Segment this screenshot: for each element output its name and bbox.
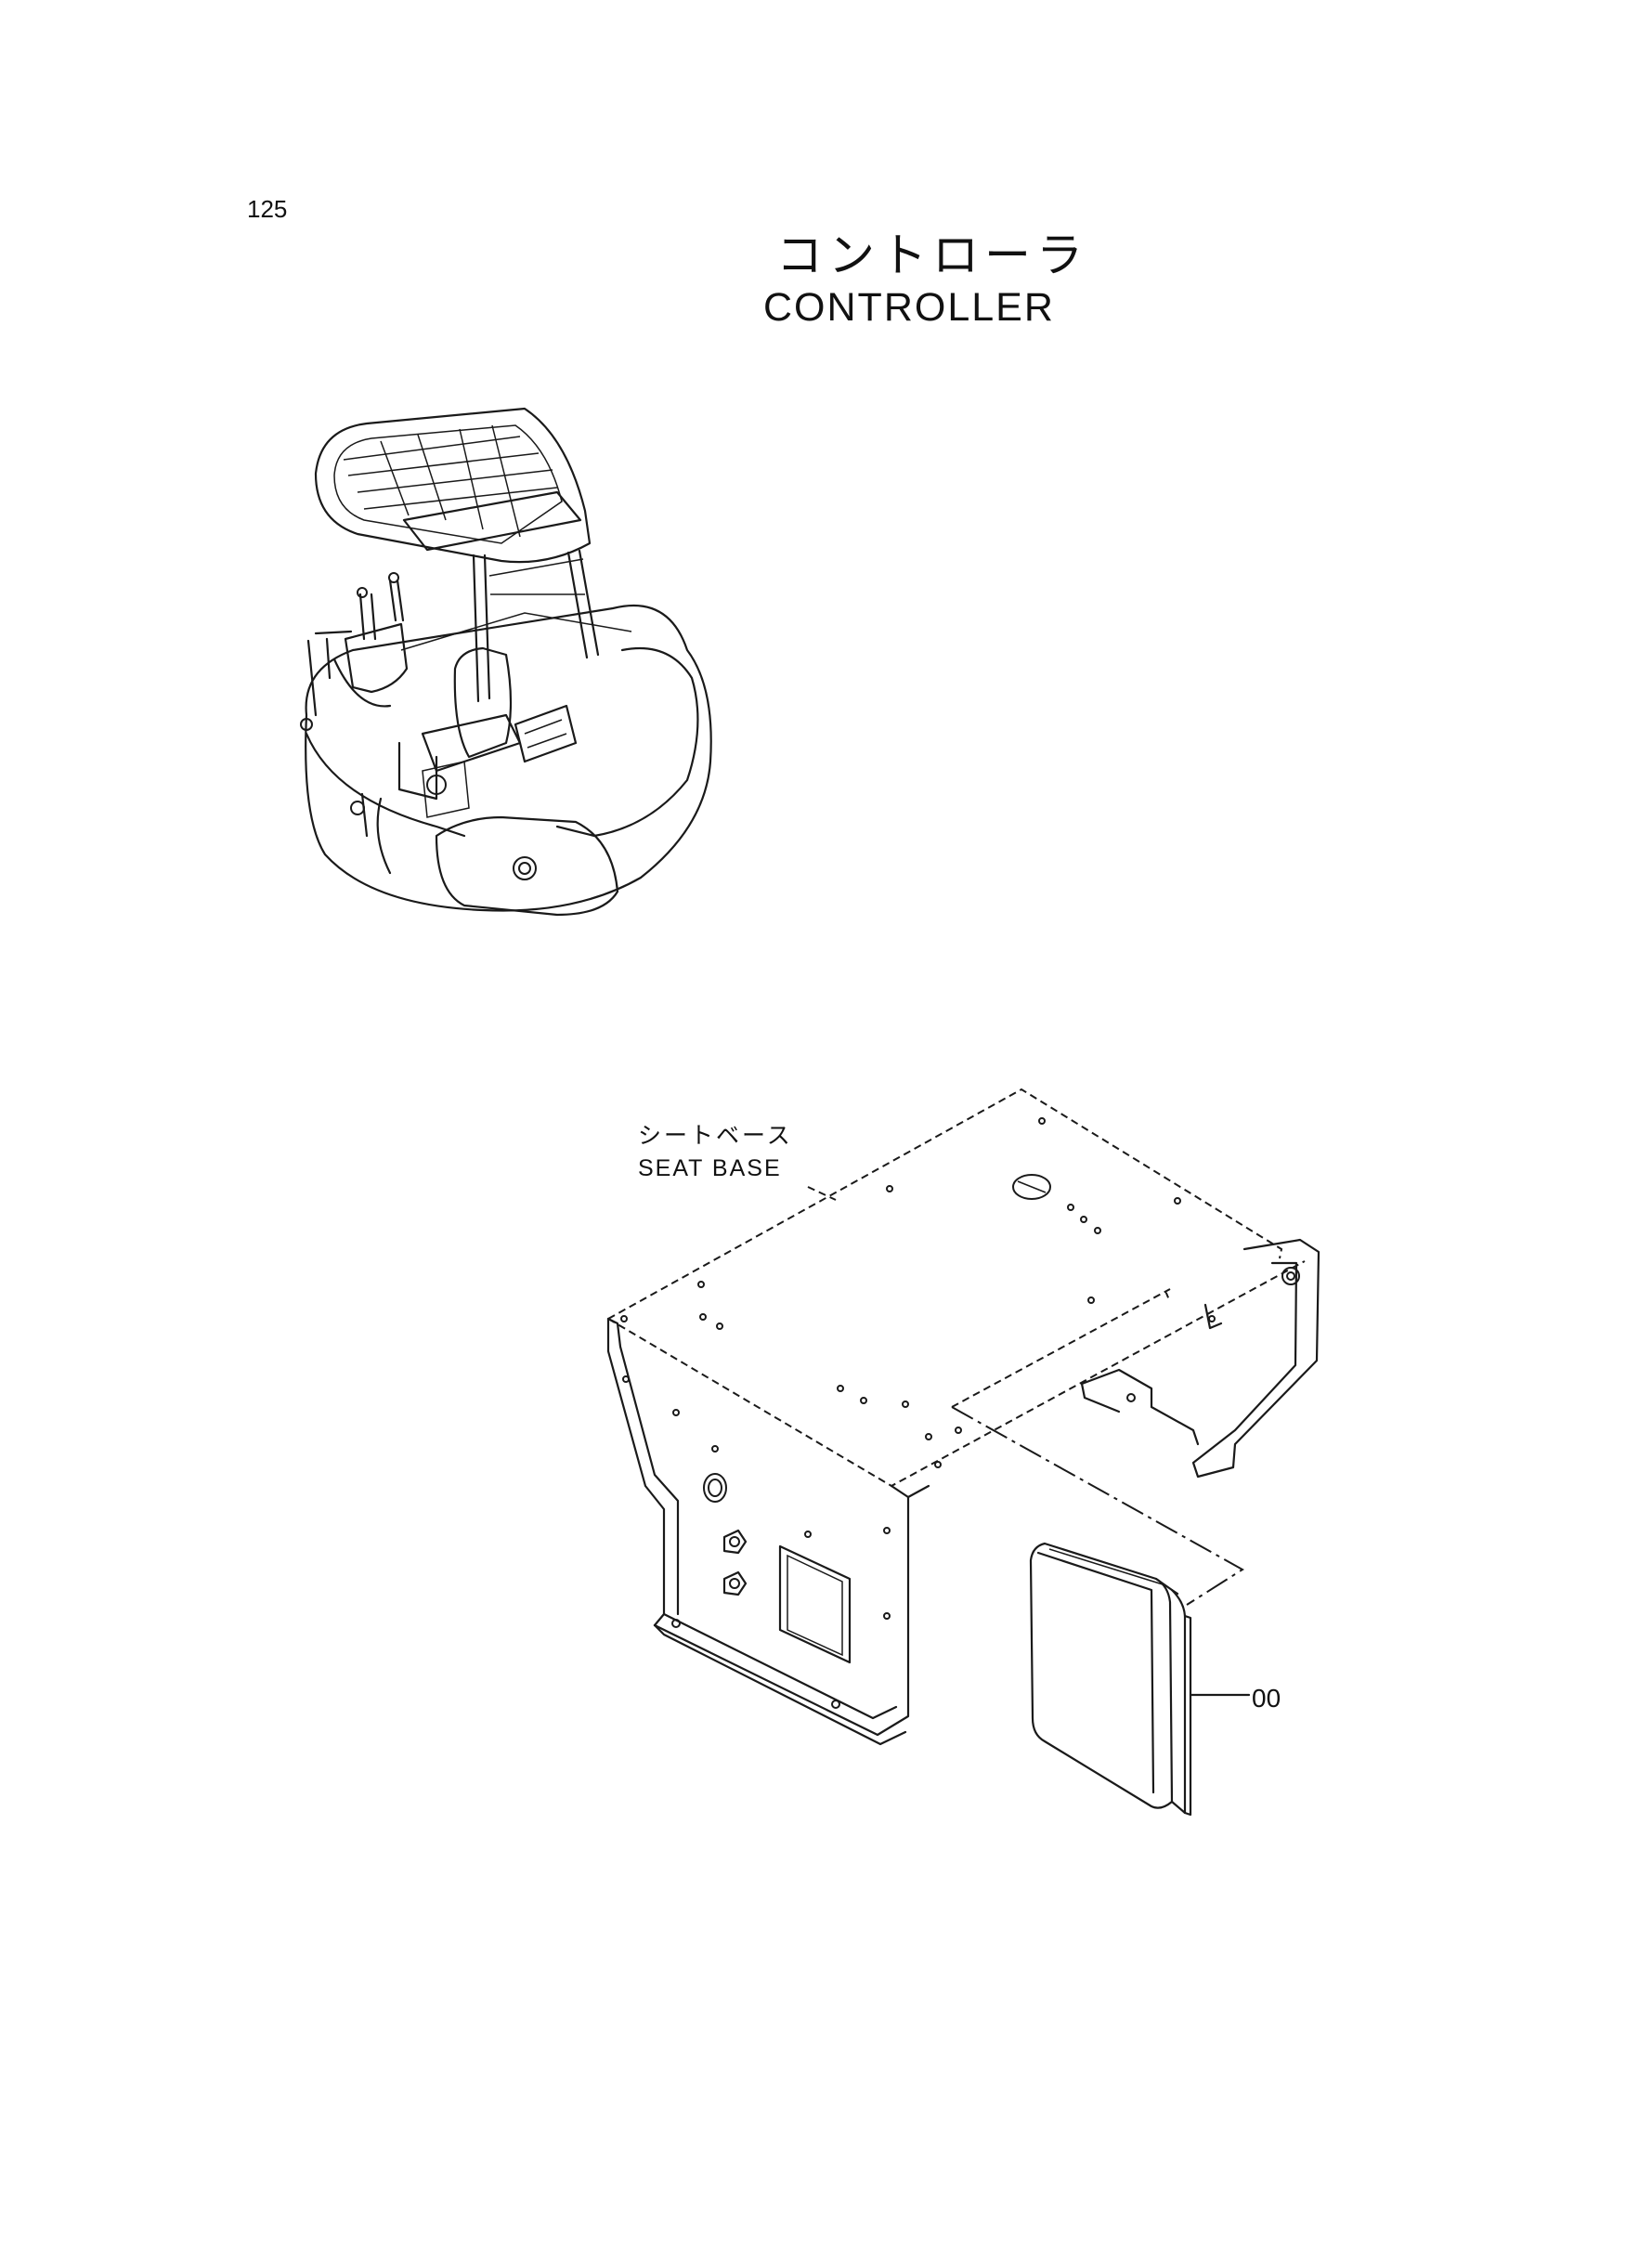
- mounting-holes: [620, 1117, 1181, 1620]
- seat-base-label-english: SEAT BASE: [638, 1155, 782, 1181]
- controller-unit: [951, 1406, 1251, 1817]
- seat-base-label-japanese: シートベース: [638, 1122, 793, 1149]
- title-japanese: コントローラ: [776, 228, 1088, 282]
- seat-base-frame: [606, 1088, 1320, 1746]
- machine-overview-illustration: [300, 407, 712, 917]
- callout-part-number: 00: [1252, 1684, 1281, 1713]
- title-english: CONTROLLER: [763, 285, 1055, 330]
- page-number: 125: [247, 195, 288, 223]
